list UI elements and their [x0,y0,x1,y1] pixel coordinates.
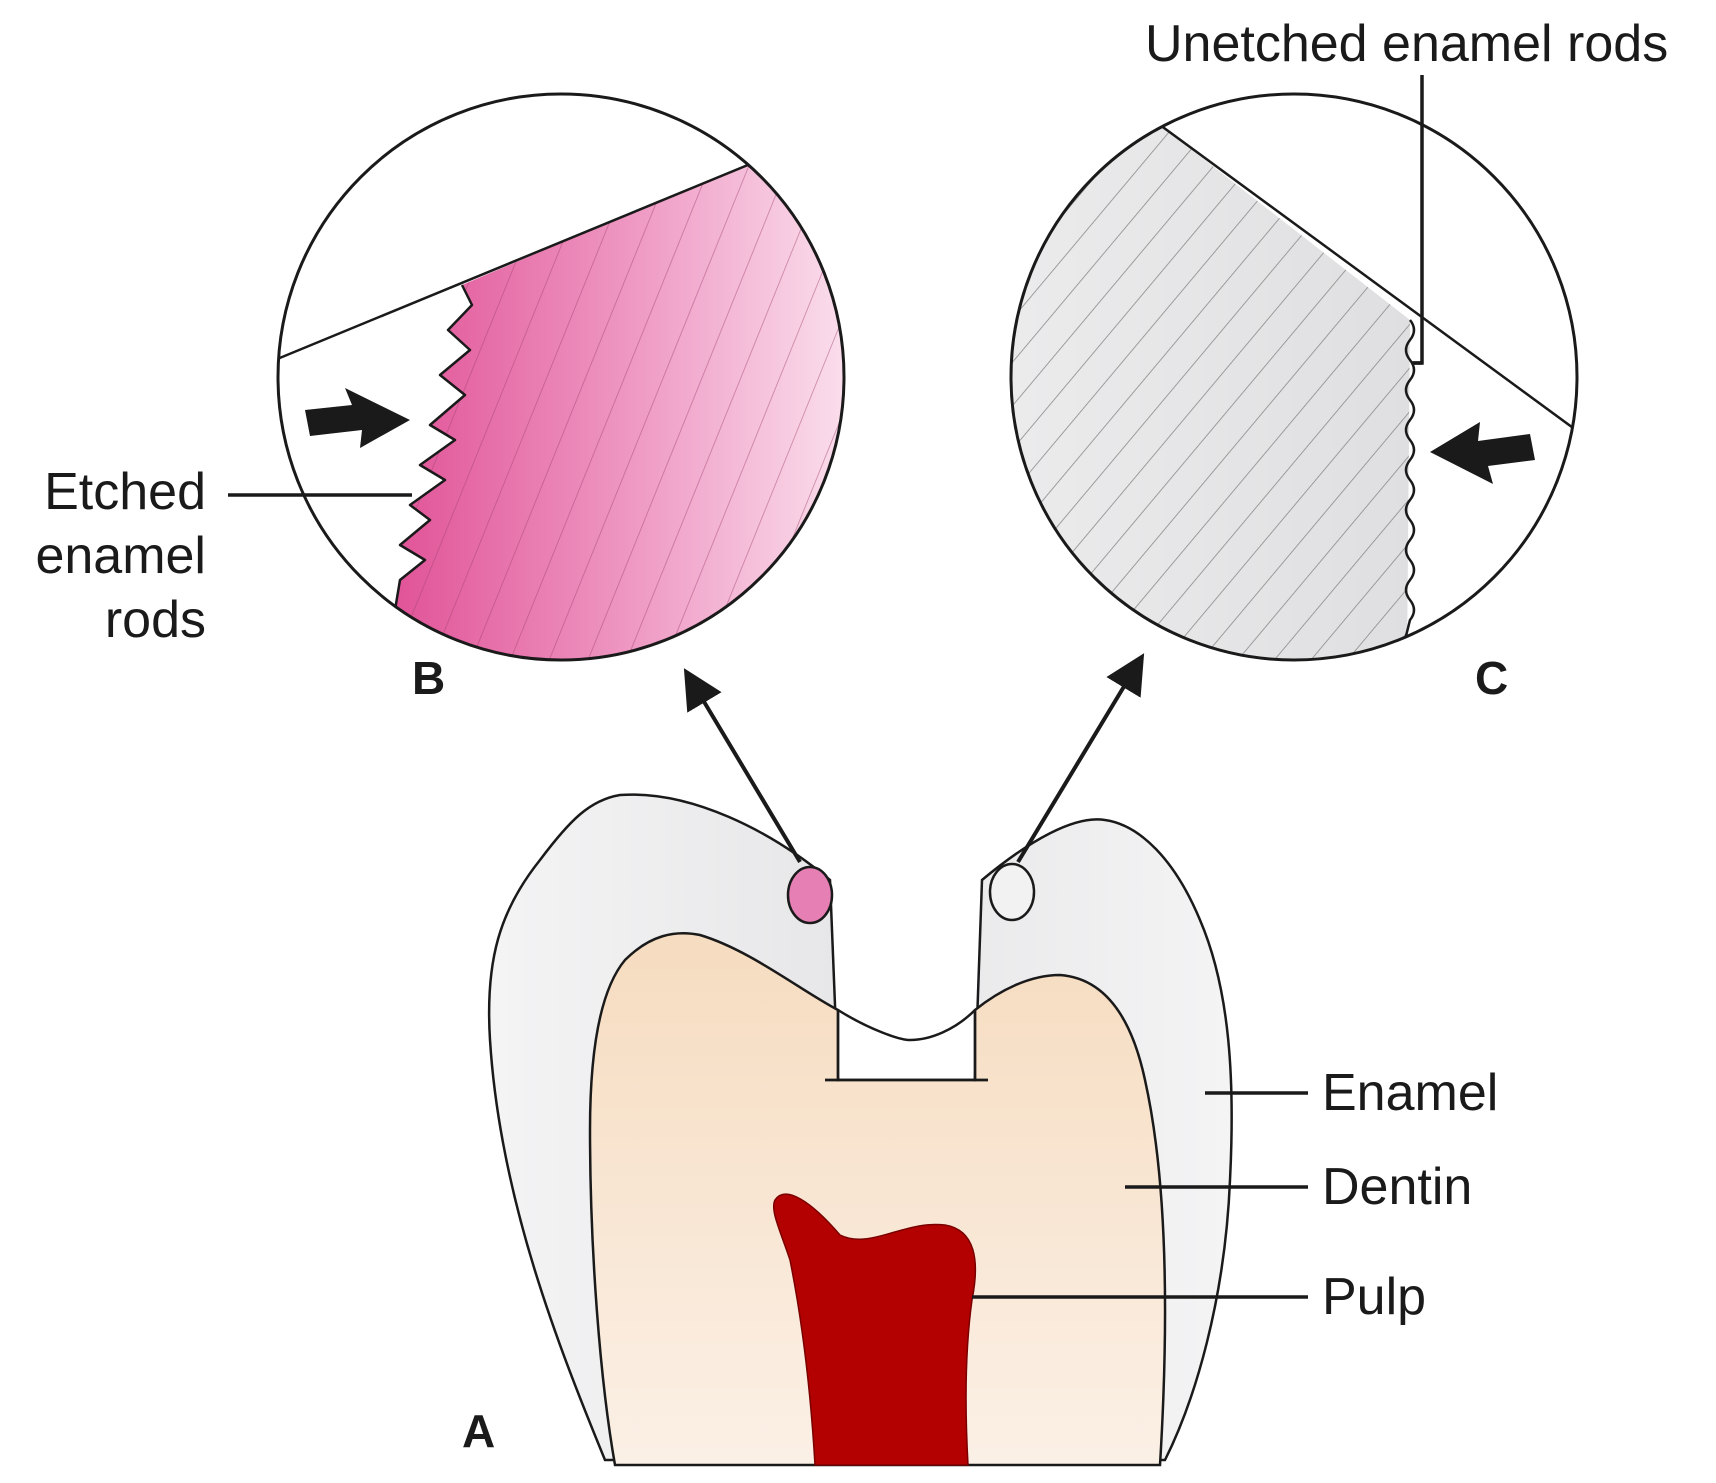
etched-spot [786,865,834,925]
magnified-view-unetched [1009,92,1579,662]
magnified-view-etched [276,92,846,662]
unetched-spot [988,862,1036,922]
label-pulp: Pulp [1322,1268,1427,1326]
panel-label-b: B [412,652,446,704]
arrow-to-c [1016,653,1145,864]
cavity-floor [837,1008,976,1042]
arrow-to-b [683,668,802,864]
arrow-right-icon [305,388,410,448]
label-etched-line1: Etched [44,463,206,521]
panel-label-a: A [462,1405,496,1457]
tooth [487,793,1233,1467]
panel-label-c: C [1475,652,1509,704]
unetched-edge [1403,319,1416,641]
label-dentin: Dentin [1322,1158,1473,1216]
arrow-left-icon [1430,422,1535,484]
label-etched-line3: rods [104,591,206,649]
dentin-layer [588,932,1167,1467]
label-unetched-enamel-rods: Unetched enamel rods [1145,15,1669,73]
label-etched-line2: enamel [35,527,206,585]
pulp-chamber [772,1193,977,1466]
label-enamel: Enamel [1322,1064,1499,1122]
